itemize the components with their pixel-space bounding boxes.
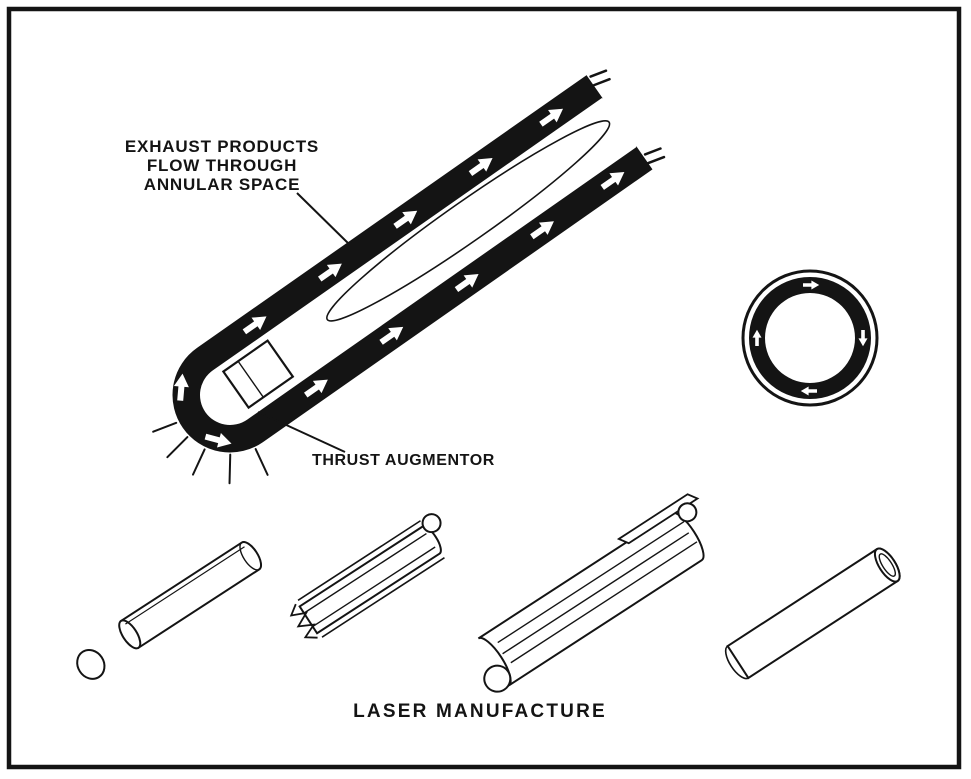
thrust-augmentor-box <box>221 339 295 410</box>
wrap-sheet-tab <box>616 493 700 545</box>
exhaust-label-line1: EXHAUST PRODUCTS <box>125 137 319 156</box>
thrust-augmentor-label: THRUST AUGMENTOR <box>312 452 495 469</box>
end-disc <box>76 648 106 680</box>
core-body <box>298 525 442 635</box>
fin-line <box>312 546 436 628</box>
fin-line <box>321 556 445 638</box>
core-line <box>502 532 690 655</box>
cross-section-ring <box>741 269 879 407</box>
fin-line <box>297 520 421 601</box>
exhaust-label-line2: FLOW THROUGH <box>147 156 297 175</box>
ring-outer-circle <box>741 269 879 407</box>
ring-annulus <box>749 277 871 399</box>
exhaust-tube-assembly <box>152 69 666 485</box>
inner-tube-outline <box>326 120 611 322</box>
seam-line <box>125 546 245 625</box>
figure-border <box>6 6 962 770</box>
exhaust-label-line3: ANNULAR SPACE <box>144 175 300 194</box>
near-end-plug <box>483 664 512 693</box>
exhaust-leader-line <box>296 192 353 248</box>
outer-shell <box>477 511 705 687</box>
manufacture-step-2-finned-core <box>289 513 445 639</box>
near-end-rim <box>118 619 142 650</box>
thrust-augmentor-detail <box>237 360 264 398</box>
laser-manufacture-label: LASER MANUFACTURE <box>353 701 607 722</box>
tube-body <box>119 541 263 650</box>
fin-line <box>303 533 427 614</box>
far-end-plug <box>677 502 698 523</box>
core-line <box>510 541 698 664</box>
manufacture-step-4-finished-tube <box>724 547 901 680</box>
open-near-rim <box>724 645 749 680</box>
far-end-rim <box>239 541 262 571</box>
manufacture-step-1-tube-blank <box>76 541 263 680</box>
far-end-rim <box>873 547 901 583</box>
end-plug <box>421 513 442 534</box>
duct-exit-marks <box>589 69 666 165</box>
fin-crimp-end <box>289 603 318 639</box>
manufacture-step-3-assembly <box>477 493 705 693</box>
flame-lines <box>152 421 269 485</box>
thrust-leader-line <box>257 411 346 453</box>
far-end-bore <box>878 553 897 577</box>
duct-interior <box>200 97 637 425</box>
core-line <box>497 521 685 644</box>
